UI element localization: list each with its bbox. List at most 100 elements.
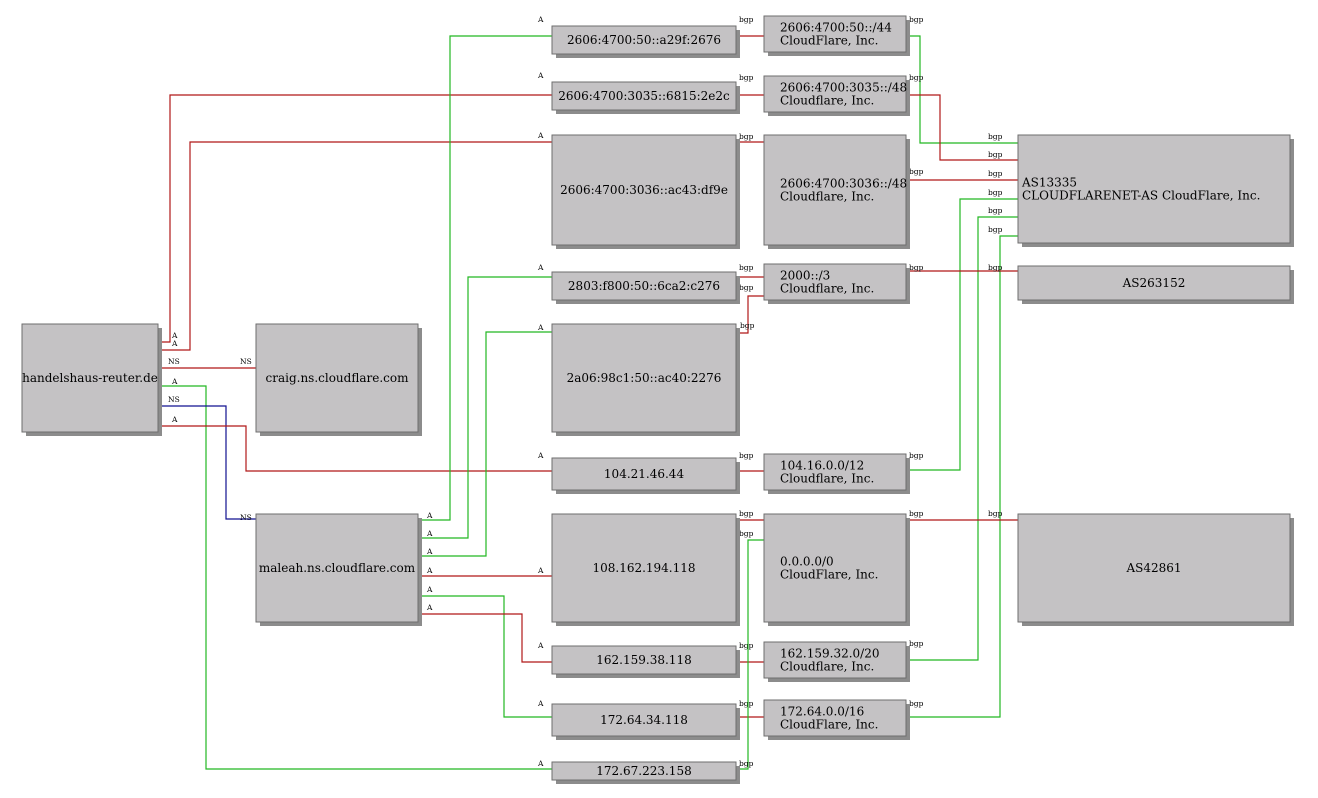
edge-maleah-to-ip_162 — [418, 613, 552, 663]
node-box — [763, 15, 907, 53]
node-label: Cloudflare, Inc. — [780, 282, 874, 296]
edge-head-label: A — [537, 699, 544, 708]
node-ip6_ac43[interactable]: 2606:4700:3036::ac43:df9e — [551, 134, 740, 249]
node-box — [763, 453, 907, 491]
edge-tail-label: bgp — [739, 132, 754, 141]
edge-tail-label: A — [171, 331, 178, 340]
node-label: 104.21.46.44 — [604, 467, 685, 481]
edge-tail-label: A — [426, 566, 433, 575]
node-as263152[interactable]: AS263152 — [1017, 265, 1294, 304]
node-ip6_ac40[interactable]: 2a06:98c1:50::ac40:2276 — [551, 323, 740, 436]
node-box — [255, 323, 419, 433]
node-box — [551, 134, 737, 246]
node-label: 108.162.194.118 — [592, 561, 695, 575]
edge-head-label: A — [537, 451, 544, 460]
edge-tail-label: bgp — [739, 641, 754, 650]
node-ip_17264[interactable]: 172.64.34.118 — [551, 703, 740, 740]
node-label: CloudFlare, Inc. — [780, 568, 878, 582]
edge-head-label: A — [537, 71, 544, 80]
edge-head-label: bgp — [988, 225, 1003, 234]
node-box — [763, 134, 907, 246]
edge-tail-label: A — [171, 339, 178, 348]
node-label: Cloudflare, Inc. — [780, 94, 874, 108]
edge-ip_17267-to-pfx_0 — [736, 539, 764, 770]
node-label: 2803:f800:50::6ca2:c276 — [568, 279, 720, 293]
node-label: CloudFlare, Inc. — [780, 34, 878, 48]
node-label: 172.64.0.0/16 — [780, 705, 864, 719]
node-ip_108[interactable]: 108.162.194.118 — [551, 513, 740, 626]
node-box — [763, 699, 907, 737]
node-ip6_6815[interactable]: 2606:4700:3035::6815:2e2c — [551, 81, 740, 114]
node-ip6_6ca2[interactable]: 2803:f800:50::6ca2:c276 — [551, 271, 740, 304]
edge-tail-label: NS — [168, 395, 180, 404]
edge-tail-label: bgp — [909, 699, 924, 708]
edge-head-label: bgp — [988, 132, 1003, 141]
edge-head-label: A — [537, 263, 544, 272]
edge-ip6_ac40-to-pfx_2000 — [736, 295, 764, 334]
node-box — [1017, 265, 1291, 301]
edge-pfx_50-to-as13335 — [906, 35, 1018, 144]
node-box — [551, 271, 737, 301]
edge-tail-label: A — [426, 547, 433, 556]
node-ip_104[interactable]: 104.21.46.44 — [551, 457, 740, 494]
node-domain[interactable]: handelshaus-reuter.de — [21, 323, 162, 436]
node-label: 162.159.38.118 — [596, 653, 691, 667]
node-label: craig.ns.cloudflare.com — [266, 371, 410, 385]
edge-head-label: bgp — [988, 188, 1003, 197]
node-box — [763, 513, 907, 623]
edge-head-label: A — [537, 641, 544, 650]
node-maleah[interactable]: maleah.ns.cloudflare.com — [255, 513, 422, 626]
node-label: 2606:4700:3036::ac43:df9e — [560, 183, 728, 197]
edge-maleah-to-ip6_a29f — [418, 35, 552, 521]
edge-tail-label: bgp — [739, 283, 754, 292]
node-label: Cloudflare, Inc. — [780, 472, 874, 486]
edge-head-label: A — [537, 323, 544, 332]
edge-tail-label: bgp — [909, 15, 924, 24]
edge-maleah-to-ip6_ac40 — [418, 331, 552, 557]
node-box — [21, 323, 159, 433]
edge-tail-label: bgp — [909, 263, 924, 272]
edge-head-label: NS — [240, 357, 252, 366]
edge-tail-label: bgp — [739, 15, 754, 24]
edge-tail-label: bgp — [739, 509, 754, 518]
node-box — [551, 81, 737, 111]
edge-tail-label: bgp — [909, 167, 924, 176]
node-label: 2606:4700:50::/44 — [780, 21, 892, 35]
node-box — [551, 703, 737, 737]
node-label: 2606:4700:3036::/48 — [780, 177, 907, 191]
edge-maleah-to-ip_17264 — [418, 595, 552, 718]
edge-tail-label: bgp — [909, 73, 924, 82]
edge-tail-label: bgp — [909, 639, 924, 648]
edge-pfx_17264-to-as13335 — [906, 235, 1018, 718]
node-ip6_a29f[interactable]: 2606:4700:50::a29f:2676 — [551, 25, 740, 58]
edge-head-label: NS — [240, 513, 252, 522]
edge-maleah-to-ip6_6ca2 — [418, 276, 552, 539]
edge-tail-label: A — [426, 511, 433, 520]
edge-tail-label: A — [426, 603, 433, 612]
node-box — [255, 513, 419, 623]
node-label: CLOUDFLARENET-AS CloudFlare, Inc. — [1022, 189, 1260, 203]
node-craig[interactable]: craig.ns.cloudflare.com — [255, 323, 422, 436]
node-label: Cloudflare, Inc. — [780, 190, 874, 204]
node-ip_17267[interactable]: 172.67.223.158 — [551, 761, 740, 784]
edge-head-label: bgp — [740, 321, 755, 330]
node-box — [1017, 134, 1291, 244]
node-as42861[interactable]: AS42861 — [1017, 513, 1294, 626]
edge-tail-label: bgp — [739, 263, 754, 272]
edge-head-label: A — [537, 131, 544, 140]
edge-pfx_10416-to-as13335 — [906, 198, 1018, 471]
edge-head-label: A — [537, 15, 544, 24]
node-label: 172.67.223.158 — [596, 764, 691, 778]
node-ip_162[interactable]: 162.159.38.118 — [551, 645, 740, 678]
node-box — [763, 75, 907, 113]
